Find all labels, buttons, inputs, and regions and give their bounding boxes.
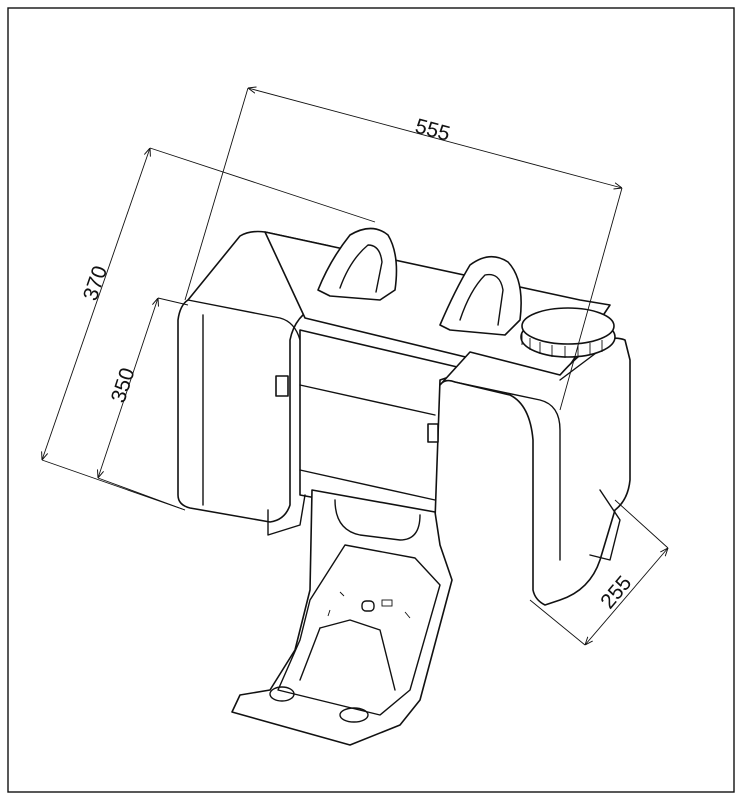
drawing-frame xyxy=(7,7,735,793)
dimension-lines xyxy=(42,88,668,645)
fold-out-tray xyxy=(231,489,453,746)
dimension-total-height-label: 370 xyxy=(79,263,112,304)
dimension-body-height-label: 350 xyxy=(107,365,140,405)
dimension-depth-label: 255 xyxy=(596,572,636,614)
water-tank-body xyxy=(177,227,631,606)
dimension-width-label: 555 xyxy=(413,115,453,146)
